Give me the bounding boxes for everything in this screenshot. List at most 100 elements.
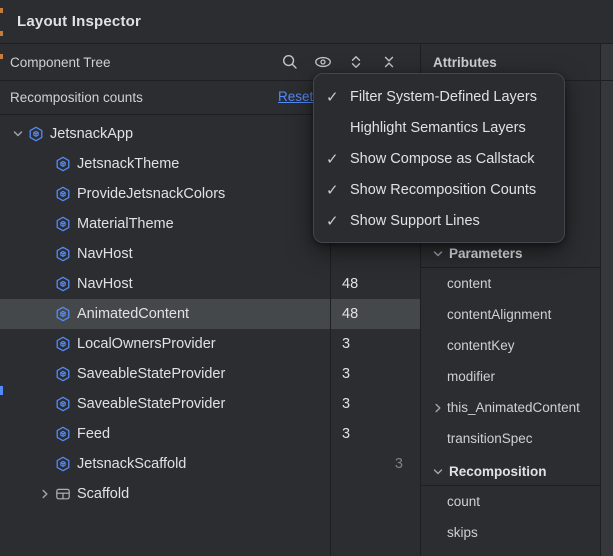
twisty-spacer [35,186,55,202]
tree-row[interactable]: MaterialTheme [0,209,420,239]
menu-item[interactable]: Highlight Semantics Layers [314,112,564,143]
chevron-right-icon[interactable] [35,486,55,502]
attr-item-label: content [447,276,492,291]
component-tree-panel: Component Tree Recomposition counts Rese… [0,44,420,556]
tree-node-label: AnimatedContent [77,306,190,322]
tree-row[interactable]: NavHost 48 [0,269,420,299]
compose-icon [55,426,71,442]
tree-row[interactable]: NavHost [0,239,420,269]
compose-icon [55,216,71,232]
attr-section-header[interactable]: Parameters [421,240,601,268]
right-edge-strip [600,44,613,556]
tree-row[interactable]: SaveableStateProvider 3 [0,359,420,389]
edge-marker-blue [0,386,3,395]
attr-section-title: Parameters [449,246,523,261]
tree-row[interactable]: ProvideJetsnackColors [0,179,420,209]
chevron-down-icon [429,246,447,262]
tree-row[interactable]: AnimatedContent 48 [0,299,420,329]
attr-item-label: contentKey [447,338,515,353]
attr-section-header[interactable]: Recomposition [421,458,601,486]
search-icon[interactable] [280,52,300,72]
tree-node-label: SaveableStateProvider [77,366,226,382]
recomposition-count: 3 [342,426,351,442]
view-options-menu: ✓ Filter System-Defined Layers Highlight… [313,73,565,243]
twisty-spacer [35,306,55,322]
attr-item[interactable]: count [421,486,601,517]
tree-row[interactable]: JetsnackScaffold 3 [0,449,420,479]
menu-item-label: Show Compose as Callstack [350,150,535,167]
menu-item[interactable]: ✓ Show Support Lines [314,205,564,236]
page-title: Layout Inspector [17,13,142,30]
twisty-spacer [35,156,55,172]
menu-item[interactable]: ✓ Show Compose as Callstack [314,143,564,174]
tree-row[interactable]: SaveableStateProvider 3 [0,389,420,419]
attributes-list: Parameters content contentAlignment cont… [421,240,601,548]
edge-marker-orange [0,31,3,36]
window-titlebar: Layout Inspector [0,0,613,44]
reset-counts-link[interactable]: Reset [278,89,314,104]
component-tree-header: Component Tree [0,44,420,81]
compose-icon [55,186,71,202]
recomposition-counts-label: Recomposition counts [10,90,143,105]
attr-item-label: count [447,494,481,509]
tree-node-label: SaveableStateProvider [77,396,226,412]
checkmark-icon: ✓ [326,181,339,199]
attr-item[interactable]: modifier [421,361,601,392]
compose-icon [28,126,44,142]
tree-node-label: NavHost [77,276,133,292]
attr-item[interactable]: contentKey [421,330,601,361]
expand-all-icon[interactable] [346,52,366,72]
compose-icon [55,306,71,322]
attr-item[interactable]: this_AnimatedContent [421,392,601,423]
twisty-spacer [35,216,55,232]
tree-node-label: ProvideJetsnackColors [77,186,226,202]
tree-node-label: JetsnackApp [50,126,134,142]
attr-item-label: contentAlignment [447,307,552,322]
compose-icon [55,366,71,382]
attr-section: Parameters content contentAlignment cont… [421,240,601,454]
edge-marker-orange [0,8,3,13]
menu-item-label: Show Recomposition Counts [350,181,537,198]
recomposition-count: 3 [342,336,351,352]
chevron-down-icon[interactable] [8,126,28,142]
checkmark-icon: ✓ [326,212,339,230]
chevron-down-icon [429,464,447,480]
attr-item[interactable]: contentAlignment [421,299,601,330]
collapse-all-icon[interactable] [379,52,399,72]
twisty-spacer [35,396,55,412]
recomposition-count: 3 [342,396,351,412]
menu-item[interactable]: ✓ Filter System-Defined Layers [314,81,564,112]
attributes-title: Attributes [433,55,497,70]
tree-row[interactable]: JetsnackTheme [0,149,420,179]
tree-node-label: NavHost [77,246,133,262]
attr-item[interactable]: skips [421,517,601,548]
twisty-spacer [35,426,55,442]
attr-section: Recomposition count skips [421,458,601,548]
chevron-right-icon[interactable] [429,400,447,416]
panel-splitter[interactable] [420,44,421,556]
scaffold-icon [55,486,71,502]
tree-row[interactable]: Feed 3 [0,419,420,449]
compose-icon [55,396,71,412]
tree-row[interactable]: Scaffold [0,479,420,509]
tree-node-label: Scaffold [77,486,130,502]
recomposition-count: 48 [342,306,359,322]
checkmark-icon: ✓ [326,150,339,168]
tree-node-label: Feed [77,426,111,442]
eye-icon[interactable] [313,52,333,72]
attr-item[interactable]: transitionSpec [421,423,601,454]
twisty-spacer [35,336,55,352]
twisty-spacer [35,276,55,292]
attr-item-label: modifier [447,369,496,384]
menu-item[interactable]: ✓ Show Recomposition Counts [314,174,564,205]
tree-node-label: JetsnackScaffold [77,456,187,472]
recomposition-count: 48 [342,276,359,292]
tree-node-label: JetsnackTheme [77,156,180,172]
attr-item[interactable]: content [421,268,601,299]
tree-row[interactable]: LocalOwnersProvider 3 [0,329,420,359]
recomposition-count: 3 [394,456,403,472]
tree-row[interactable]: JetsnackApp [0,119,420,149]
count-column-divider [330,81,331,556]
twisty-spacer [35,366,55,382]
